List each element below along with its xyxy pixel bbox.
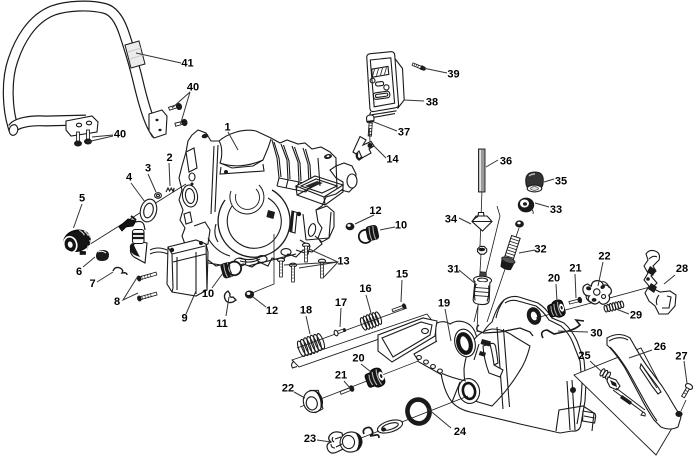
svg-text:2: 2 — [166, 152, 172, 164]
svg-text:11: 11 — [216, 318, 228, 330]
svg-text:24: 24 — [454, 426, 467, 438]
svg-text:28: 28 — [676, 263, 688, 275]
svg-text:36: 36 — [500, 156, 512, 168]
svg-text:23: 23 — [304, 433, 316, 445]
svg-text:20: 20 — [352, 353, 364, 365]
svg-text:6: 6 — [76, 266, 82, 278]
svg-text:10: 10 — [202, 288, 214, 300]
svg-text:37: 37 — [398, 127, 410, 139]
svg-text:40: 40 — [114, 129, 126, 141]
svg-text:35: 35 — [555, 176, 567, 188]
svg-text:9: 9 — [181, 313, 187, 325]
svg-text:1: 1 — [224, 122, 230, 134]
svg-text:21: 21 — [569, 263, 581, 275]
svg-text:19: 19 — [438, 298, 450, 310]
svg-text:7: 7 — [89, 278, 95, 290]
svg-text:22: 22 — [598, 251, 610, 263]
svg-text:14: 14 — [386, 154, 399, 166]
svg-text:4: 4 — [126, 172, 133, 184]
svg-text:25: 25 — [578, 350, 590, 362]
svg-text:32: 32 — [534, 244, 546, 256]
svg-text:33: 33 — [550, 204, 562, 216]
svg-text:5: 5 — [79, 193, 85, 205]
svg-text:18: 18 — [300, 305, 312, 317]
svg-text:30: 30 — [590, 328, 602, 340]
svg-text:41: 41 — [181, 58, 193, 70]
svg-text:26: 26 — [654, 341, 666, 353]
svg-text:12: 12 — [266, 305, 278, 317]
svg-text:34: 34 — [445, 214, 458, 226]
svg-text:21: 21 — [335, 370, 347, 382]
svg-text:22: 22 — [282, 383, 294, 395]
svg-text:39: 39 — [447, 69, 459, 81]
svg-text:10: 10 — [395, 220, 407, 232]
svg-text:13: 13 — [337, 256, 349, 268]
svg-text:3: 3 — [145, 163, 151, 175]
svg-text:27: 27 — [675, 351, 687, 363]
svg-text:16: 16 — [359, 283, 371, 295]
svg-text:38: 38 — [426, 97, 438, 109]
svg-text:8: 8 — [114, 296, 120, 308]
svg-text:17: 17 — [335, 297, 347, 309]
svg-text:40: 40 — [187, 82, 199, 94]
svg-text:12: 12 — [369, 205, 381, 217]
svg-text:15: 15 — [396, 269, 408, 281]
svg-text:31: 31 — [447, 264, 459, 276]
svg-text:29: 29 — [630, 310, 642, 322]
svg-text:20: 20 — [548, 273, 560, 285]
